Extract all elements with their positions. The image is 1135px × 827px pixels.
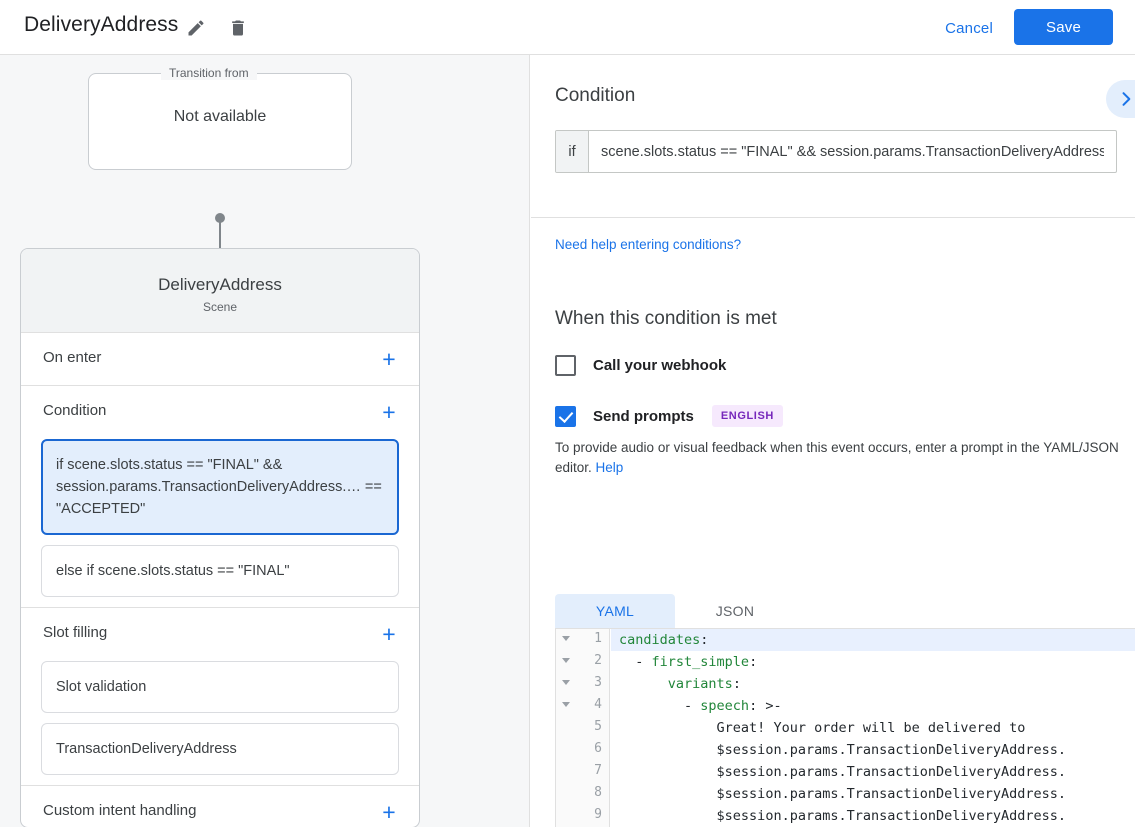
scene-name: DeliveryAddress [158, 275, 282, 294]
add-slot-filling-button[interactable]: + [375, 620, 403, 648]
delete-button[interactable] [224, 14, 252, 42]
call-webhook-checkbox[interactable] [555, 355, 576, 376]
send-prompts-row[interactable]: Send prompts ENGLISH [555, 405, 783, 427]
code-line[interactable]: candidates: [611, 629, 1135, 651]
editor-format-tabs: YAML JSON [555, 594, 795, 628]
slot-validation-item[interactable]: Slot validation [41, 661, 399, 713]
editor-gutter: 12345678910 [556, 629, 610, 827]
condition-expression-input[interactable] [589, 131, 1116, 172]
app-header: DeliveryAddress Cancel Save [0, 0, 1135, 55]
line-number: 5 [594, 719, 602, 734]
condition-editor-block: Condition if Need help entering conditio… [531, 55, 1135, 252]
if-prefix-label: if [556, 131, 589, 172]
send-prompts-checkbox[interactable] [555, 405, 576, 427]
code-line[interactable]: - first_simple: [619, 654, 758, 670]
connector-line [219, 218, 221, 270]
condition-help-link[interactable]: Need help entering conditions? [555, 237, 742, 252]
section-title-custom-intent: Custom intent handling [43, 802, 197, 819]
edit-name-button[interactable] [182, 14, 210, 42]
chevron-right-icon [1116, 89, 1135, 109]
condition-heading: Condition [555, 85, 636, 106]
save-button[interactable]: Save [1014, 9, 1113, 45]
language-badge: ENGLISH [711, 405, 783, 427]
add-condition-button[interactable]: + [375, 398, 403, 426]
section-title-condition: Condition [43, 402, 107, 419]
code-line[interactable]: variants: [667, 676, 741, 692]
code-line[interactable]: $session.params.TransactionDeliveryAddre… [716, 786, 1067, 802]
call-webhook-label: Call your webhook [593, 357, 727, 374]
code-line[interactable]: $session.params.TransactionDeliveryAddre… [716, 764, 1067, 780]
slot-item-transaction-delivery-address[interactable]: TransactionDeliveryAddress [41, 723, 399, 775]
fold-arrow-icon[interactable] [562, 658, 570, 663]
line-number: 9 [594, 807, 602, 822]
scene-header: DeliveryAddress Scene [21, 249, 419, 333]
gutter-row: 9 [556, 805, 609, 827]
line-number: 4 [594, 697, 602, 712]
fold-arrow-icon[interactable] [562, 680, 570, 685]
cancel-button[interactable]: Cancel [935, 12, 1003, 44]
fold-arrow-icon[interactable] [562, 702, 570, 707]
expand-panel-button[interactable] [1106, 80, 1135, 118]
line-number: 3 [594, 675, 602, 690]
line-number: 7 [594, 763, 602, 778]
send-prompts-label: Send prompts [593, 407, 694, 425]
section-custom-intent-handling: Custom intent handling + [21, 786, 419, 827]
section-condition: Condition + if scene.slots.status == "FI… [21, 386, 419, 608]
section-title-slot-filling: Slot filling [43, 624, 108, 641]
code-line[interactable]: $session.params.TransactionDeliveryAddre… [716, 742, 1067, 758]
gutter-row: 7 [556, 761, 609, 783]
section-title-on-enter: On enter [43, 349, 102, 366]
gutter-row: 2 [556, 651, 609, 673]
code-line[interactable]: Great! Your order will be delivered to [716, 720, 1026, 736]
gutter-row: 4 [556, 695, 609, 717]
fold-arrow-icon[interactable] [562, 636, 570, 641]
trash-icon [228, 18, 248, 38]
detail-panel: Condition if Need help entering conditio… [531, 55, 1135, 827]
line-number: 6 [594, 741, 602, 756]
tab-yaml[interactable]: YAML [555, 594, 675, 628]
section-slot-filling: Slot filling + Slot validation Transacti… [21, 608, 419, 786]
send-prompts-description-text: To provide audio or visual feedback when… [555, 440, 1119, 475]
help-link[interactable]: Help [595, 460, 624, 475]
pencil-icon [186, 18, 206, 38]
code-editor[interactable]: 12345678910 candidates: - first_simple: … [555, 628, 1135, 827]
tab-json[interactable]: JSON [715, 603, 755, 619]
scene-subtitle: Scene [202, 300, 238, 314]
code-line[interactable]: $session.params.TransactionDeliveryAddre… [716, 808, 1067, 824]
gutter-row: 5 [556, 717, 609, 739]
section-on-enter: On enter + [21, 333, 419, 386]
gutter-row: 3 [556, 673, 609, 695]
condition-expression-row: if [555, 130, 1117, 173]
send-prompts-description: To provide audio or visual feedback when… [555, 438, 1121, 478]
add-custom-intent-button[interactable]: + [375, 798, 403, 826]
transition-from-card: Transition from Not available [88, 66, 352, 170]
transition-from-value: Not available [173, 108, 267, 125]
line-number: 2 [594, 653, 602, 668]
call-webhook-row[interactable]: Call your webhook [555, 355, 726, 376]
add-on-enter-button[interactable]: + [375, 345, 403, 373]
scene-graph-panel: Transition from Not available Transition… [0, 55, 530, 827]
line-number: 8 [594, 785, 602, 800]
line-number: 1 [594, 631, 602, 646]
when-condition-met-block: When this condition is met Call your web… [531, 218, 1135, 827]
gutter-row: 8 [556, 783, 609, 805]
editor-code-area[interactable]: candidates: - first_simple: variants: - … [611, 629, 1135, 827]
when-met-heading: When this condition is met [555, 308, 777, 329]
page-title: DeliveryAddress [24, 13, 179, 36]
condition-list-item-selected[interactable]: if scene.slots.status == "FINAL" && sess… [41, 439, 399, 535]
gutter-row: 6 [556, 739, 609, 761]
condition-list-item[interactable]: else if scene.slots.status == "FINAL" [41, 545, 399, 597]
code-line[interactable]: - speech: >- [619, 698, 782, 714]
gutter-row: 1 [556, 629, 609, 651]
transition-to-card: Transition to DeliveryAddress Scene On e… [20, 248, 420, 827]
transition-from-legend: Transition from [161, 66, 257, 80]
